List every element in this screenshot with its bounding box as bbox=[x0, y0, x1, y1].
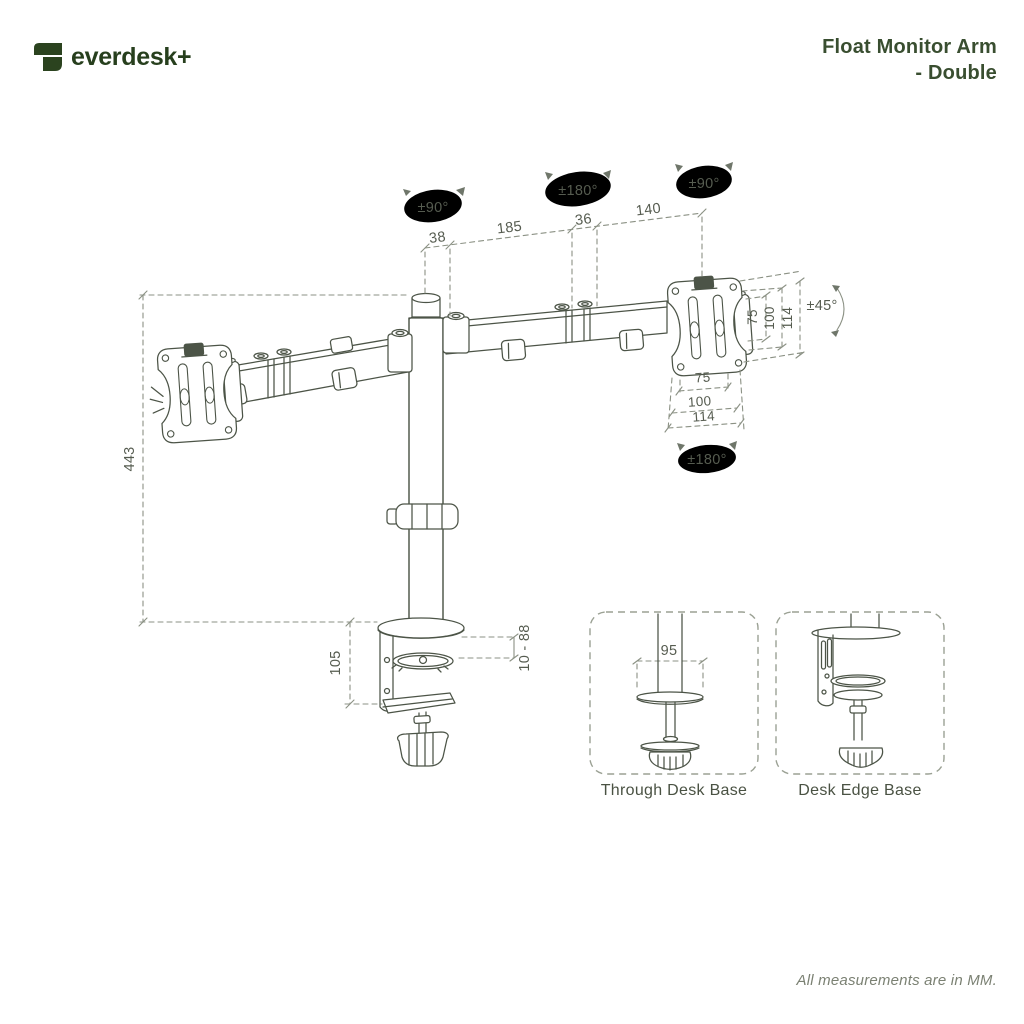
product-title-line1: Float Monitor Arm bbox=[822, 36, 997, 58]
product-title-line2: - Double bbox=[915, 62, 997, 84]
left-vesa-plate bbox=[149, 339, 245, 445]
dim-pole-offset: 38 bbox=[428, 229, 447, 247]
cable-clip bbox=[329, 336, 354, 354]
brand-logo-icon bbox=[34, 43, 62, 71]
desk-edge-inset-box bbox=[775, 611, 945, 775]
through-desk-inset-box bbox=[589, 611, 759, 775]
pole bbox=[386, 292, 470, 622]
rotation-pole-swivel: ±90° bbox=[417, 200, 448, 216]
dim-elbow: 36 bbox=[574, 211, 593, 229]
through-desk-base-drawing bbox=[636, 613, 704, 771]
rotation-elbow-swivel: ±180° bbox=[558, 183, 597, 199]
cable-clip bbox=[500, 338, 527, 362]
desk-plate bbox=[377, 617, 465, 639]
right-arm bbox=[445, 300, 668, 362]
measurement-note: All measurements are in MM. bbox=[796, 972, 997, 989]
desk-edge-caption: Desk Edge Base bbox=[798, 782, 921, 799]
dimension-annotations bbox=[138, 162, 945, 775]
cable-clip bbox=[618, 328, 645, 352]
dim-vesa-h-75: 75 bbox=[694, 369, 711, 385]
brand-logo-text: everdesk+ bbox=[71, 43, 192, 71]
dim-clamp-height: 105 bbox=[328, 650, 344, 675]
desk-edge-base-drawing bbox=[811, 613, 901, 768]
product-title: Float Monitor Arm - Double bbox=[822, 34, 997, 86]
dim-vesa-v-114: 114 bbox=[780, 307, 795, 330]
dim-grommet-plate: 95 bbox=[661, 643, 678, 659]
dim-pole-height: 443 bbox=[122, 446, 138, 471]
dim-forearm: 140 bbox=[635, 201, 662, 220]
brand-logo: everdesk+ bbox=[33, 42, 192, 72]
right-vesa-plate bbox=[665, 272, 755, 378]
rotation-head-swivel: ±90° bbox=[688, 176, 719, 192]
dim-vesa-v-75: 75 bbox=[745, 309, 760, 325]
dim-vesa-v-100: 100 bbox=[762, 306, 777, 329]
desk-clamp bbox=[377, 617, 465, 767]
dim-vesa-h-114: 114 bbox=[692, 408, 716, 425]
dim-vesa-h-100: 100 bbox=[687, 393, 711, 410]
left-arm bbox=[223, 335, 409, 407]
through-desk-caption: Through Desk Base bbox=[601, 782, 748, 799]
arm-assembly-drawing bbox=[149, 272, 755, 767]
clamp-knob bbox=[396, 731, 449, 767]
dim-upper-arm: 185 bbox=[496, 219, 523, 238]
dim-desk-thickness: 10 - 88 bbox=[517, 624, 533, 671]
rotation-vesa: ±180° bbox=[687, 452, 726, 468]
cable-clip bbox=[331, 367, 358, 391]
rotation-tilt: ±45° bbox=[806, 298, 837, 314]
